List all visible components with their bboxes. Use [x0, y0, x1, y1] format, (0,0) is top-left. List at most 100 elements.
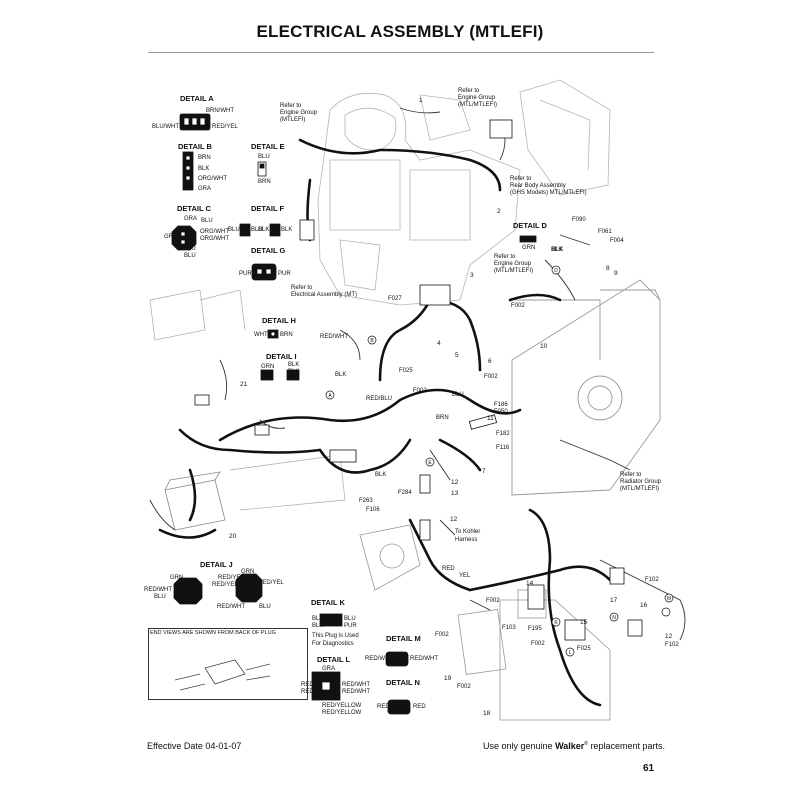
ref-engine-2-line2: Engine Group: [458, 95, 496, 101]
marker-a: A: [328, 393, 332, 399]
rear-body-panel: [519, 79, 611, 196]
detail-a-title: DETAIL A: [180, 94, 214, 103]
item-number: 10: [540, 343, 548, 350]
ref-kohler-line1: To Kohler: [455, 529, 481, 535]
detail-c-wire-6: BLU: [184, 246, 196, 252]
detail-j-wire-4: RED/YEL: [212, 582, 238, 588]
detail-j-wire-1: GRN: [170, 575, 184, 581]
item-number: 9: [614, 270, 618, 277]
item-number: 13: [451, 490, 459, 497]
ref-radiator-line3: (MTL/MTLEFI): [620, 486, 659, 492]
ref-engine-3-line2: Engine Group: [494, 261, 532, 267]
fastener-callout: F002: [486, 598, 500, 604]
fastener-callout: F002: [531, 641, 545, 647]
detail-b-wire-2: BLK: [198, 166, 210, 172]
fastener-callout: F102: [645, 577, 659, 583]
detail-c-wire-2: BLU: [201, 218, 213, 224]
fastener-callout: F025: [577, 646, 591, 652]
item-number: 15: [580, 619, 588, 626]
detail-c-wire-4: ORG/WHT: [200, 229, 229, 235]
ref-radiator-line1: Refer to: [620, 472, 642, 478]
fastener-callout: F284: [398, 490, 412, 496]
fastener-callout: F090: [572, 217, 586, 223]
item-number: 20: [229, 533, 237, 540]
detail-d-wire-1: GRN: [522, 245, 536, 251]
fastener-callout: F002: [457, 684, 471, 690]
detail-e-wire-1: BLU: [258, 154, 270, 160]
wire-tag: RED/BLU: [366, 396, 393, 402]
detail-f-title: DETAIL F: [251, 204, 285, 213]
marker-m: M: [667, 596, 671, 602]
detail-k-note-1: This Plug is Used: [312, 633, 359, 639]
detail-j-wire-8: RED/WHT: [144, 587, 172, 593]
detail-i-wire-1: GRN: [261, 364, 275, 370]
fastener-callout: F103: [502, 625, 516, 631]
item-number: 12: [450, 516, 458, 523]
wire-tag: BRN: [436, 415, 449, 421]
detail-k-wire-3: BLK: [312, 623, 324, 629]
ref-engine-3-line1: Refer to: [494, 254, 516, 260]
detail-c-wire-5: ORG/WHT: [200, 236, 229, 242]
marker-n: N: [612, 615, 616, 621]
detail-h-title: DETAIL H: [262, 316, 296, 325]
detail-j-wire-3: GRN: [241, 569, 255, 575]
detail-g-wire-2: PUR: [278, 271, 291, 277]
wire-tag: BLK: [375, 472, 387, 478]
wire-tag: RED/WHT: [320, 334, 348, 340]
marker-l: L: [569, 650, 572, 656]
item-number: 16: [640, 602, 648, 609]
detail-l-title: DETAIL L: [317, 655, 351, 664]
ref-engine-3-line3: (MTL/MTLEFI): [494, 268, 533, 274]
item-number: 7: [482, 468, 486, 475]
detail-d-title: DETAIL D: [513, 221, 547, 230]
detail-j-title: DETAIL J: [200, 560, 233, 569]
detail-l-wire-7: RED/YELLOW: [322, 710, 362, 716]
marker-e: E: [428, 460, 432, 466]
ref-engine-1-line1: Refer to: [280, 103, 302, 109]
fastener-callout: F061: [598, 229, 612, 235]
ref-engine-2-line1: Refer to: [458, 88, 480, 94]
detail-k-wire-2: BLU: [344, 616, 356, 622]
fastener-callout: F002: [484, 374, 498, 380]
ref-rear-body-line1: Refer to: [510, 176, 532, 182]
ref-engine-2-line3: (MTL/MTLEFI): [458, 102, 497, 108]
detail-m-title: DETAIL M: [386, 634, 421, 643]
detail-k-title: DETAIL K: [311, 598, 345, 607]
wire-tag: BLK: [335, 372, 347, 378]
ref-rear-body-line2: Rear Body Assembly: [510, 183, 566, 189]
fastener-callout: F002: [435, 632, 449, 638]
ref-electrical-mt-line1: Refer to: [291, 285, 313, 291]
item-number: 18: [483, 710, 491, 717]
item-number: 8: [606, 265, 610, 272]
detail-markers: [325, 265, 674, 657]
item-number: 3: [470, 272, 474, 279]
wire-tag: RED: [442, 566, 455, 572]
detail-b-title: DETAIL B: [178, 142, 212, 151]
wire-tag: BLK: [552, 247, 564, 253]
end-view-note: END VIEWS ARE SHOWN FROM BACK OF PLUG: [150, 630, 276, 636]
item-number: 12: [451, 479, 459, 486]
item-number: 19: [444, 675, 452, 682]
detail-k-wire-1: BLK: [312, 616, 324, 622]
fastener-callout: F263: [359, 498, 373, 504]
title-rule: [148, 52, 654, 53]
fastener-callout: F002: [511, 303, 525, 309]
detail-j-wire-10: BLU: [259, 604, 271, 610]
fastener-callout: F116: [496, 445, 510, 451]
detail-connector-icons: [171, 113, 537, 715]
detail-l-wire-1: GRA: [322, 666, 336, 672]
detail-a-wire-1: BRN/WHT: [206, 108, 234, 114]
detail-i-wire-2: BLK: [288, 362, 300, 368]
detail-l-wire-6: RED/YELLOW: [322, 703, 362, 709]
detail-k-wire-4: PUR: [344, 623, 357, 629]
replacement-note: Use only genuine Walker® replacement par…: [483, 741, 665, 751]
detail-b-wire-1: BRN: [198, 155, 211, 161]
detail-j-wire-6: BLU: [154, 594, 166, 600]
item-number: 14: [526, 580, 534, 587]
wire-tag: YEL: [459, 573, 471, 579]
chassis-pieces: [149, 289, 346, 511]
detail-g-wire-1: PUR: [239, 271, 252, 277]
item-number: 21: [240, 381, 248, 388]
radiator-illustration: [511, 279, 661, 496]
